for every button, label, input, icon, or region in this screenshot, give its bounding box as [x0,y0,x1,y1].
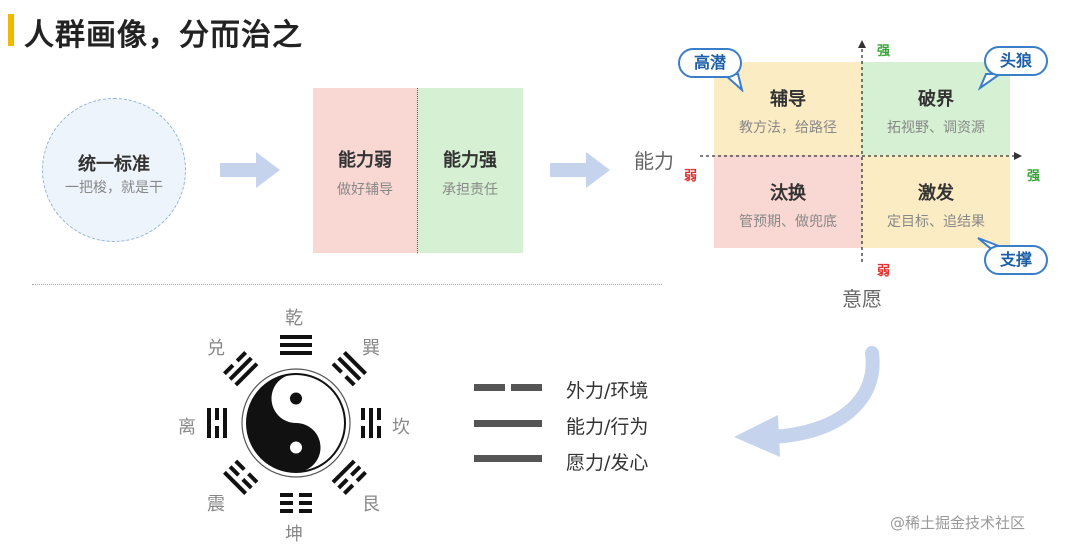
y-weak-tag: 弱 [877,264,891,279]
quadrant-bottom-left-title: 汰换 [770,183,806,204]
quadrant-bottom-left [714,155,862,248]
ability-strong-subtitle: 承担责任 [442,182,498,198]
quadrant-top-left-subtitle: 教方法，给路径 [739,120,837,136]
quadrant-top-right-title: 破界 [918,89,954,110]
quadrant-top-right-subtitle: 拓视野、调资源 [887,120,985,136]
legend-external-force: 外力/环境 [566,380,649,402]
x-axis-label: 能力 [634,149,674,173]
right-arrow-icon [220,152,280,188]
unified-standard-circle [42,98,186,242]
y-axis-label: 意愿 [842,287,882,311]
trigram-label-xun: 巽 [362,338,380,359]
quadrant-top-left-title: 辅导 [770,89,806,110]
trigram-label-li: 离 [178,417,196,438]
x-strong-tag: 强 [1027,169,1041,184]
trigram-label-kan: 坎 [392,417,410,438]
box-divider [417,88,418,253]
x-weak-tag: 弱 [684,169,698,184]
ability-strong-title: 能力强 [443,150,497,171]
bagua-diagram [207,335,381,513]
ability-weak-box [313,88,417,253]
legend-trigram-lines [474,384,542,462]
legend-ability-behavior: 能力/行为 [566,416,649,438]
unified-standard-title: 统一标准 [78,154,150,175]
section-separator [32,284,662,285]
ability-weak-title: 能力弱 [338,150,392,171]
bubble-high-potential: 高潜 [678,48,742,78]
right-arrow-icon [550,152,610,188]
curved-back-arrow-icon [734,346,880,457]
quadrant-bottom-left-subtitle: 管预期、做兜底 [739,214,837,230]
ability-strong-box [417,88,523,253]
legend-willpower: 愿力/发心 [566,452,649,474]
watermark: @稀土掘金技术社区 [890,514,1026,532]
quadrant-bottom-right-title: 激发 [918,183,954,204]
trigram-label-kun: 坤 [285,524,303,545]
trigram-label-dui: 兑 [207,338,225,359]
trigram-label-qian: 乾 [285,308,303,329]
quadrant-bottom-right-subtitle: 定目标、追结果 [887,214,985,230]
quadrant-bottom-right [862,155,1010,248]
trigram-label-zhen: 震 [207,494,225,515]
unified-standard-subtitle: 一把梭，就是干 [65,180,163,196]
title-accent-bar [8,14,14,46]
matrix-axes [700,40,1022,262]
page-title: 人群画像，分而治之 [24,18,303,53]
y-strong-tag: 强 [877,44,891,59]
bubble-support: 支撑 [984,245,1048,275]
bubble-lead-wolf: 头狼 [984,46,1048,76]
ability-weak-subtitle: 做好辅导 [337,182,393,198]
trigram-label-gen: 艮 [362,494,380,515]
